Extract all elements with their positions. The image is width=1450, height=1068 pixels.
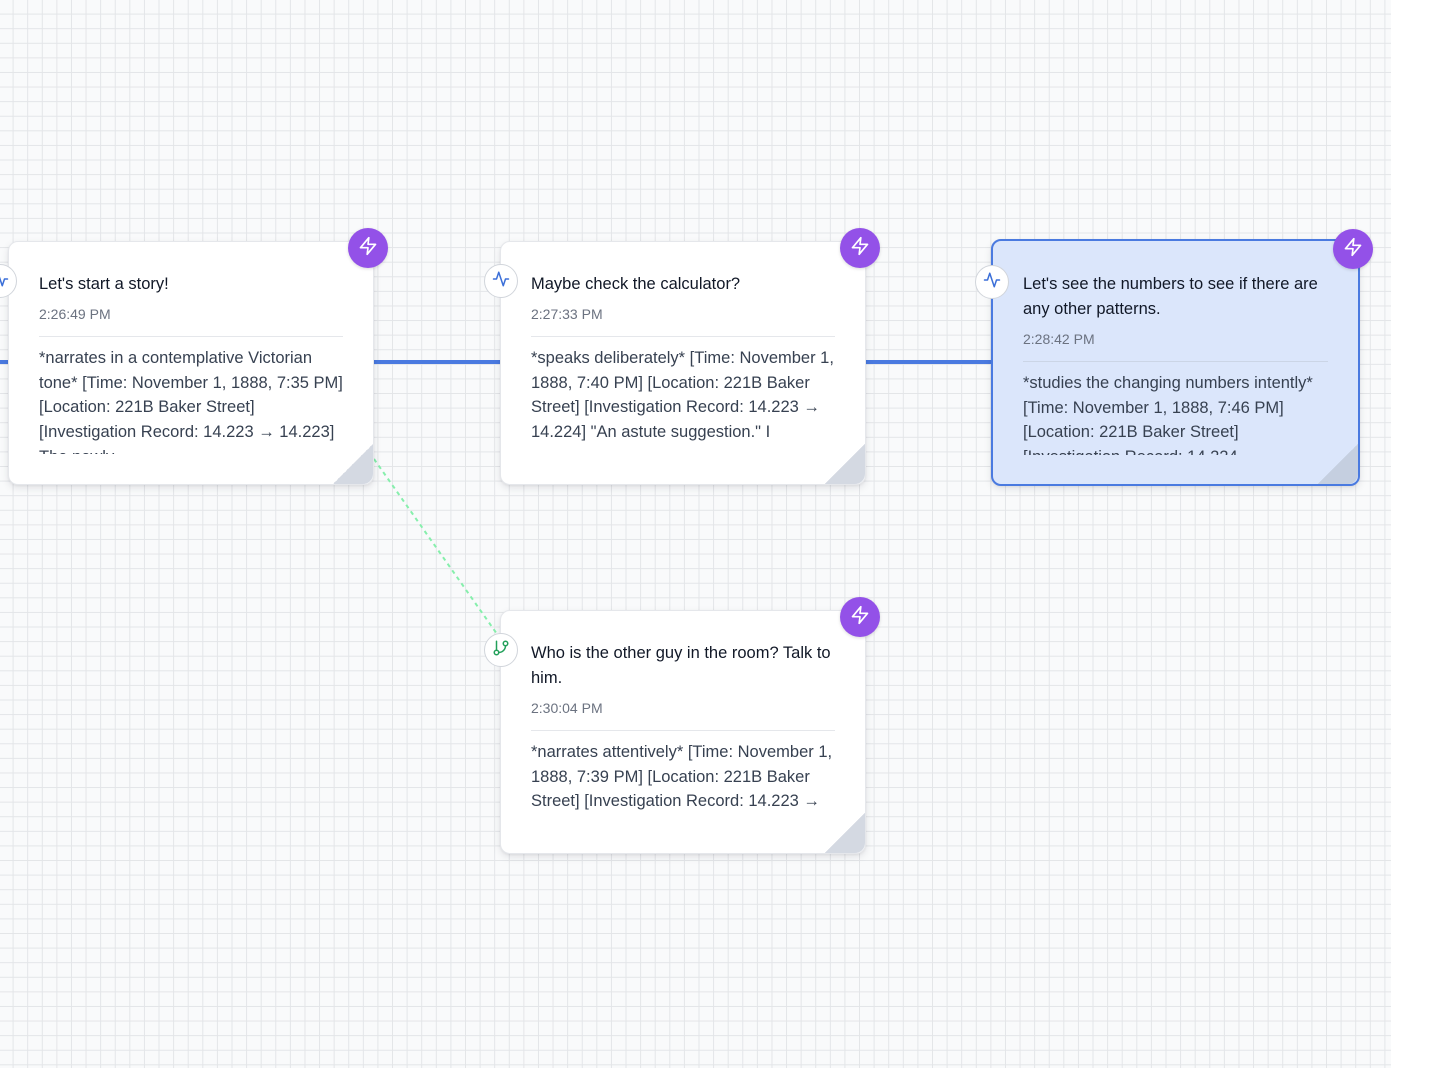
- conversation-node[interactable]: Let's start a story! 2:26:49 PM *narrate…: [0, 228, 388, 485]
- node-body: *speaks deliberately* [Time: November 1,…: [531, 349, 834, 442]
- node-title: Let's see the numbers to see if there ar…: [1023, 275, 1318, 318]
- node-timestamp: 2:28:42 PM: [1023, 331, 1095, 347]
- activity-icon: [492, 270, 510, 293]
- node-title: Let's start a story!: [39, 275, 169, 293]
- lightning-bolt-icon: [850, 236, 870, 261]
- node-port[interactable]: [484, 633, 518, 667]
- run-action-button[interactable]: [840, 597, 880, 637]
- node-body: *studies the changing numbers intently* …: [1023, 374, 1313, 455]
- node-timestamp: 2:27:33 PM: [531, 306, 603, 322]
- git-branch-icon: [492, 639, 510, 662]
- run-action-button[interactable]: [840, 228, 880, 268]
- node-body: *narrates in a contemplative Victorian t…: [39, 349, 343, 454]
- node-body: *narrates attentively* [Time: November 1…: [531, 743, 833, 811]
- conversation-node[interactable]: Maybe check the calculator? 2:27:33 PM *…: [484, 228, 880, 485]
- activity-icon: [0, 270, 9, 293]
- node-title: Who is the other guy in the room? Talk t…: [531, 644, 831, 687]
- run-action-button[interactable]: [1333, 229, 1373, 269]
- lightning-bolt-icon: [1343, 237, 1363, 262]
- node-timestamp: 2:26:49 PM: [39, 306, 111, 322]
- activity-icon: [983, 271, 1001, 294]
- page-fold: [333, 444, 373, 484]
- node-divider: [531, 730, 835, 731]
- graph-canvas[interactable]: [0, 0, 1391, 1068]
- run-action-button[interactable]: [348, 228, 388, 268]
- page-fold: [825, 444, 865, 484]
- page-fold: [1318, 444, 1358, 484]
- conversation-node[interactable]: Who is the other guy in the room? Talk t…: [484, 597, 880, 854]
- page-fold: [825, 813, 865, 853]
- node-title: Maybe check the calculator?: [531, 275, 741, 293]
- lightning-bolt-icon: [358, 236, 378, 261]
- node-port[interactable]: [484, 264, 518, 298]
- node-divider: [1023, 361, 1328, 362]
- canvas-margin: [1391, 0, 1450, 1068]
- node-divider: [39, 336, 343, 337]
- lightning-bolt-icon: [850, 605, 870, 630]
- node-port[interactable]: [975, 265, 1009, 299]
- node-divider: [531, 336, 835, 337]
- conversation-node-selected[interactable]: Let's see the numbers to see if there ar…: [975, 229, 1373, 486]
- node-timestamp: 2:30:04 PM: [531, 700, 603, 716]
